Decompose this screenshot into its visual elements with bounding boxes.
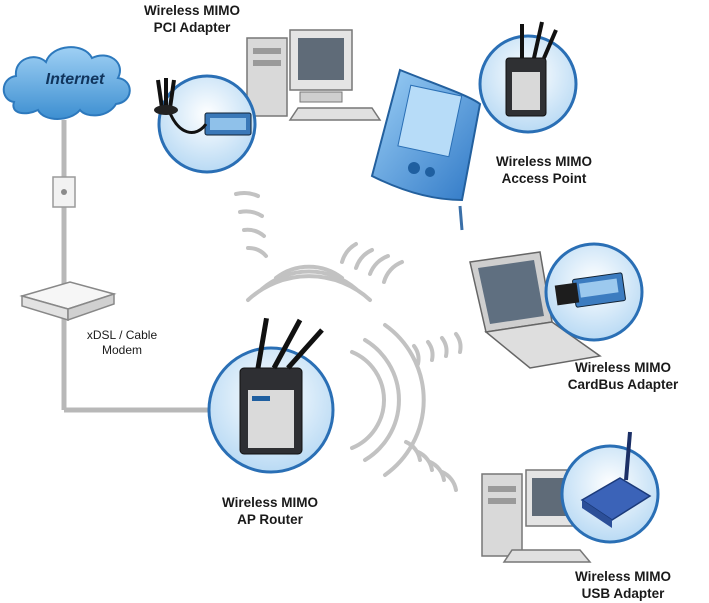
internet-label: Internet xyxy=(45,71,105,88)
cardbus-adapter-label-line1: Wireless MIMO xyxy=(575,360,671,375)
cardbus-adapter-label: Wireless MIMO CardBus Adapter xyxy=(548,359,698,393)
wiring xyxy=(61,120,222,413)
usb-adapter-label-line2: USB Adapter xyxy=(581,586,665,601)
ap-router-label-line1: Wireless MIMO xyxy=(222,495,318,510)
cardbus-laptop-icon xyxy=(469,251,602,369)
internet-cloud-icon xyxy=(2,46,131,120)
access-point-pda-icon xyxy=(370,68,482,231)
cardbus-adapter-label-line2: CardBus Adapter xyxy=(567,377,679,392)
modem-label: xDSL / Cable Modem xyxy=(72,328,172,358)
access-point-label-line1: Wireless MIMO xyxy=(496,154,592,169)
modem-icon xyxy=(19,281,117,322)
pci-adapter-label-line1: Wireless MIMO xyxy=(144,3,240,18)
modem-label-line2: Modem xyxy=(101,343,142,357)
ap-router-label: Wireless MIMO AP Router xyxy=(200,494,340,528)
access-point-label: Wireless MIMO Access Point xyxy=(474,153,614,187)
usb-adapter-label-line1: Wireless MIMO xyxy=(575,569,671,584)
pci-desktop-pc-icon xyxy=(246,29,382,121)
usb-adapter-label: Wireless MIMO USB Adapter xyxy=(548,568,698,602)
wireless-waves xyxy=(234,191,463,492)
pci-adapter-label: Wireless MIMO PCI Adapter xyxy=(122,2,262,36)
pci-adapter-label-line2: PCI Adapter xyxy=(153,20,231,35)
cardbus-node-circle xyxy=(544,242,644,342)
usb-node-circle xyxy=(560,431,660,544)
ap-router-label-line2: AP Router xyxy=(237,512,303,527)
modem-label-line1: xDSL / Cable xyxy=(86,328,158,342)
router-node-circle xyxy=(207,317,335,474)
access-point-node-circle xyxy=(478,21,578,134)
pci-node-circle xyxy=(154,74,257,174)
access-point-label-line2: Access Point xyxy=(501,171,587,186)
